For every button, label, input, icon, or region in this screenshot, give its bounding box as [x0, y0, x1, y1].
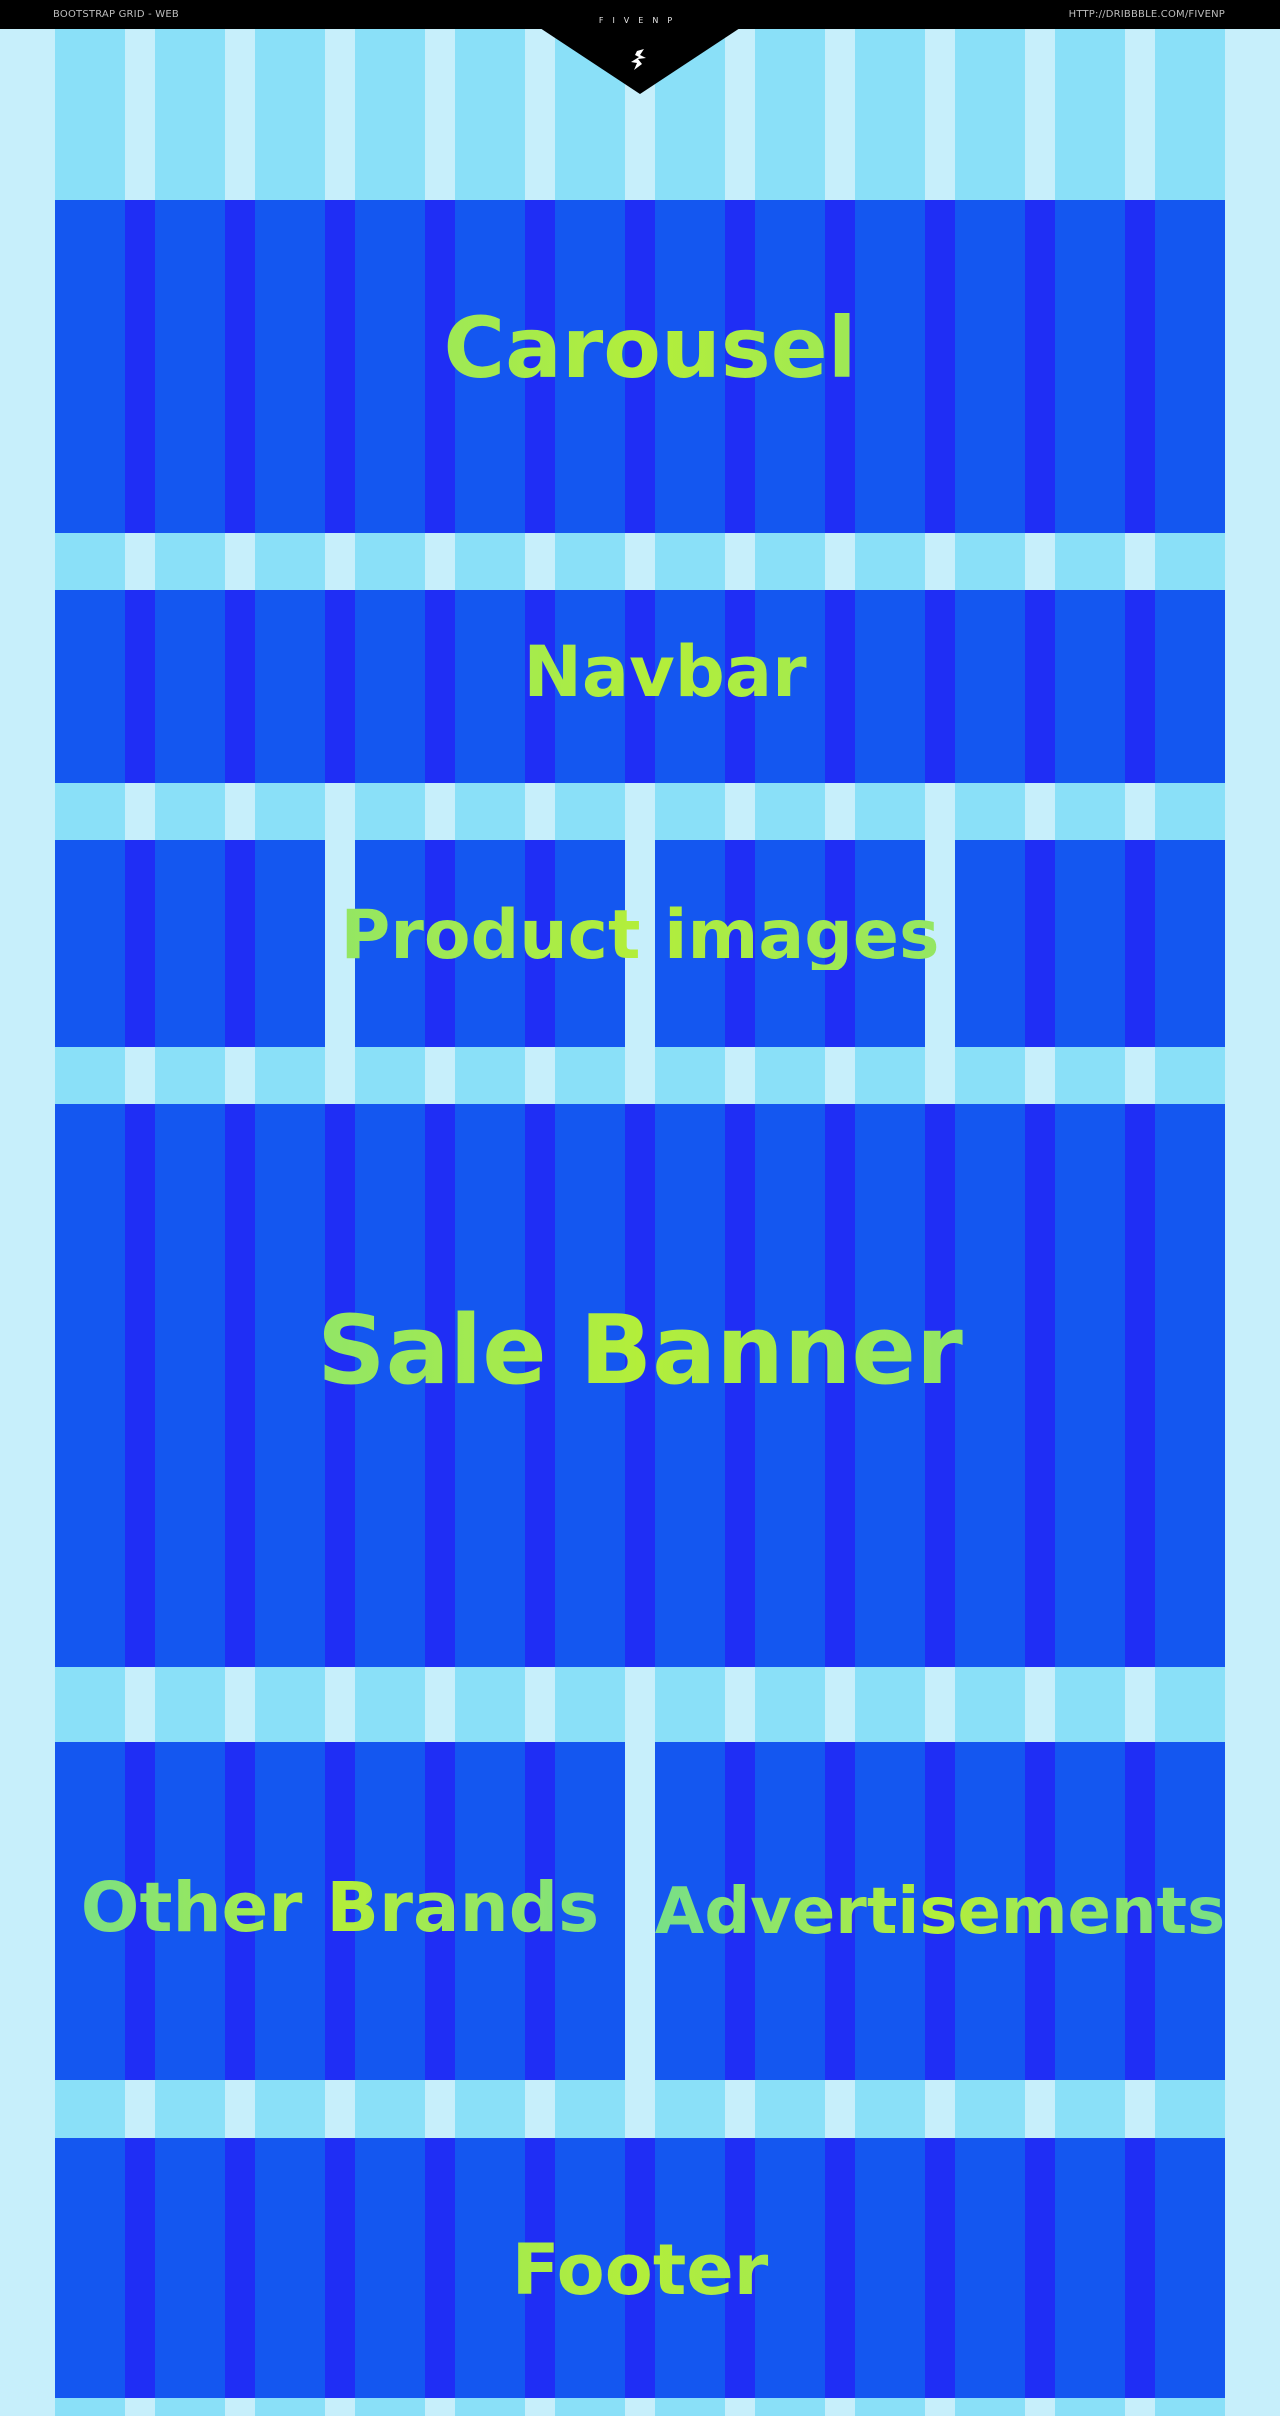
- gutter-stripe: [425, 840, 455, 1047]
- gutter-stripe: [1125, 200, 1155, 533]
- header-title: BOOTSTRAP GRID - WEB: [53, 9, 179, 20]
- product-image-block-4: [955, 840, 1225, 1047]
- gutter-stripe: [725, 200, 755, 533]
- gutter-stripe: [1125, 590, 1155, 783]
- gutter-stripe: [225, 1104, 255, 1667]
- gutter-stripe: [425, 200, 455, 533]
- gutter-stripe: [125, 1104, 155, 1667]
- gutter-stripe: [825, 1742, 855, 2080]
- dribbble-link[interactable]: HTTP://DRIBBBLE.COM/FIVENP: [1068, 9, 1225, 20]
- gutter-stripe: [1025, 2138, 1055, 2398]
- gutter-stripe: [225, 2138, 255, 2398]
- gutter-stripe: [425, 1742, 455, 2080]
- gutter-stripe: [625, 590, 655, 783]
- brand-name: FIVENP: [598, 16, 682, 25]
- gutter-stripe: [825, 1104, 855, 1667]
- gutter-stripe: [1125, 840, 1155, 1047]
- gutter-stripe: [525, 200, 555, 533]
- gutter-stripe: [925, 590, 955, 783]
- gutter-stripe: [725, 2138, 755, 2398]
- gutter-stripe: [1125, 2138, 1155, 2398]
- top-bar: BOOTSTRAP GRID - WEB HTTP://DRIBBBLE.COM…: [0, 0, 1280, 29]
- gutter-stripe: [125, 1742, 155, 2080]
- gutter-stripe: [425, 2138, 455, 2398]
- gutter-stripe: [325, 2138, 355, 2398]
- gutter-stripe: [325, 590, 355, 783]
- gutter-stripe: [1025, 1742, 1055, 2080]
- gutter-stripe: [525, 1104, 555, 1667]
- carousel-block: [55, 200, 1225, 533]
- gutter-stripe: [325, 1104, 355, 1667]
- gutter-stripe: [1025, 840, 1055, 1047]
- gutter-stripe: [825, 200, 855, 533]
- gutter-stripe: [225, 590, 255, 783]
- footer-block: [55, 2138, 1225, 2398]
- product-image-block-1: [55, 840, 325, 1047]
- gutter-stripe: [425, 590, 455, 783]
- gutter-stripe: [625, 200, 655, 533]
- gutter-stripe: [125, 200, 155, 533]
- advertisements-block: [655, 1742, 1225, 2080]
- gutter-stripe: [525, 840, 555, 1047]
- logo-notch: [540, 28, 740, 94]
- gutter-stripe: [925, 1742, 955, 2080]
- gutter-stripe: [325, 200, 355, 533]
- gutter-stripe: [225, 200, 255, 533]
- gutter-stripe: [125, 590, 155, 783]
- gutter-stripe: [725, 1104, 755, 1667]
- gutter-stripe: [1125, 1742, 1155, 2080]
- sale-banner-block: [55, 1104, 1225, 1667]
- gutter-stripe: [825, 2138, 855, 2398]
- product-image-block-3: [655, 840, 925, 1047]
- gutter-stripe: [125, 2138, 155, 2398]
- gutter-stripe: [1025, 590, 1055, 783]
- gutter-stripe: [625, 2138, 655, 2398]
- gutter-stripe: [125, 840, 155, 1047]
- gutter-stripe: [525, 1742, 555, 2080]
- other-brands-block: [55, 1742, 625, 2080]
- gutter-stripe: [825, 590, 855, 783]
- gutter-stripe: [425, 1104, 455, 1667]
- gutter-stripe: [725, 590, 755, 783]
- gutter-stripe: [1025, 200, 1055, 533]
- fivenp-bird-logo-icon: [631, 49, 646, 70]
- gutter-stripe: [725, 840, 755, 1047]
- gutter-stripe: [725, 1742, 755, 2080]
- navbar-block: [55, 590, 1225, 783]
- gutter-stripe: [325, 1742, 355, 2080]
- gutter-stripe: [925, 200, 955, 533]
- gutter-stripe: [525, 2138, 555, 2398]
- gutter-stripe: [825, 840, 855, 1047]
- product-image-block-2: [355, 840, 625, 1047]
- gutter-stripe: [225, 1742, 255, 2080]
- gutter-stripe: [625, 1104, 655, 1667]
- gutter-stripe: [1125, 1104, 1155, 1667]
- gutter-stripe: [525, 590, 555, 783]
- gutter-stripe: [925, 1104, 955, 1667]
- gutter-stripe: [225, 840, 255, 1047]
- gutter-stripe: [925, 2138, 955, 2398]
- gutter-stripe: [1025, 1104, 1055, 1667]
